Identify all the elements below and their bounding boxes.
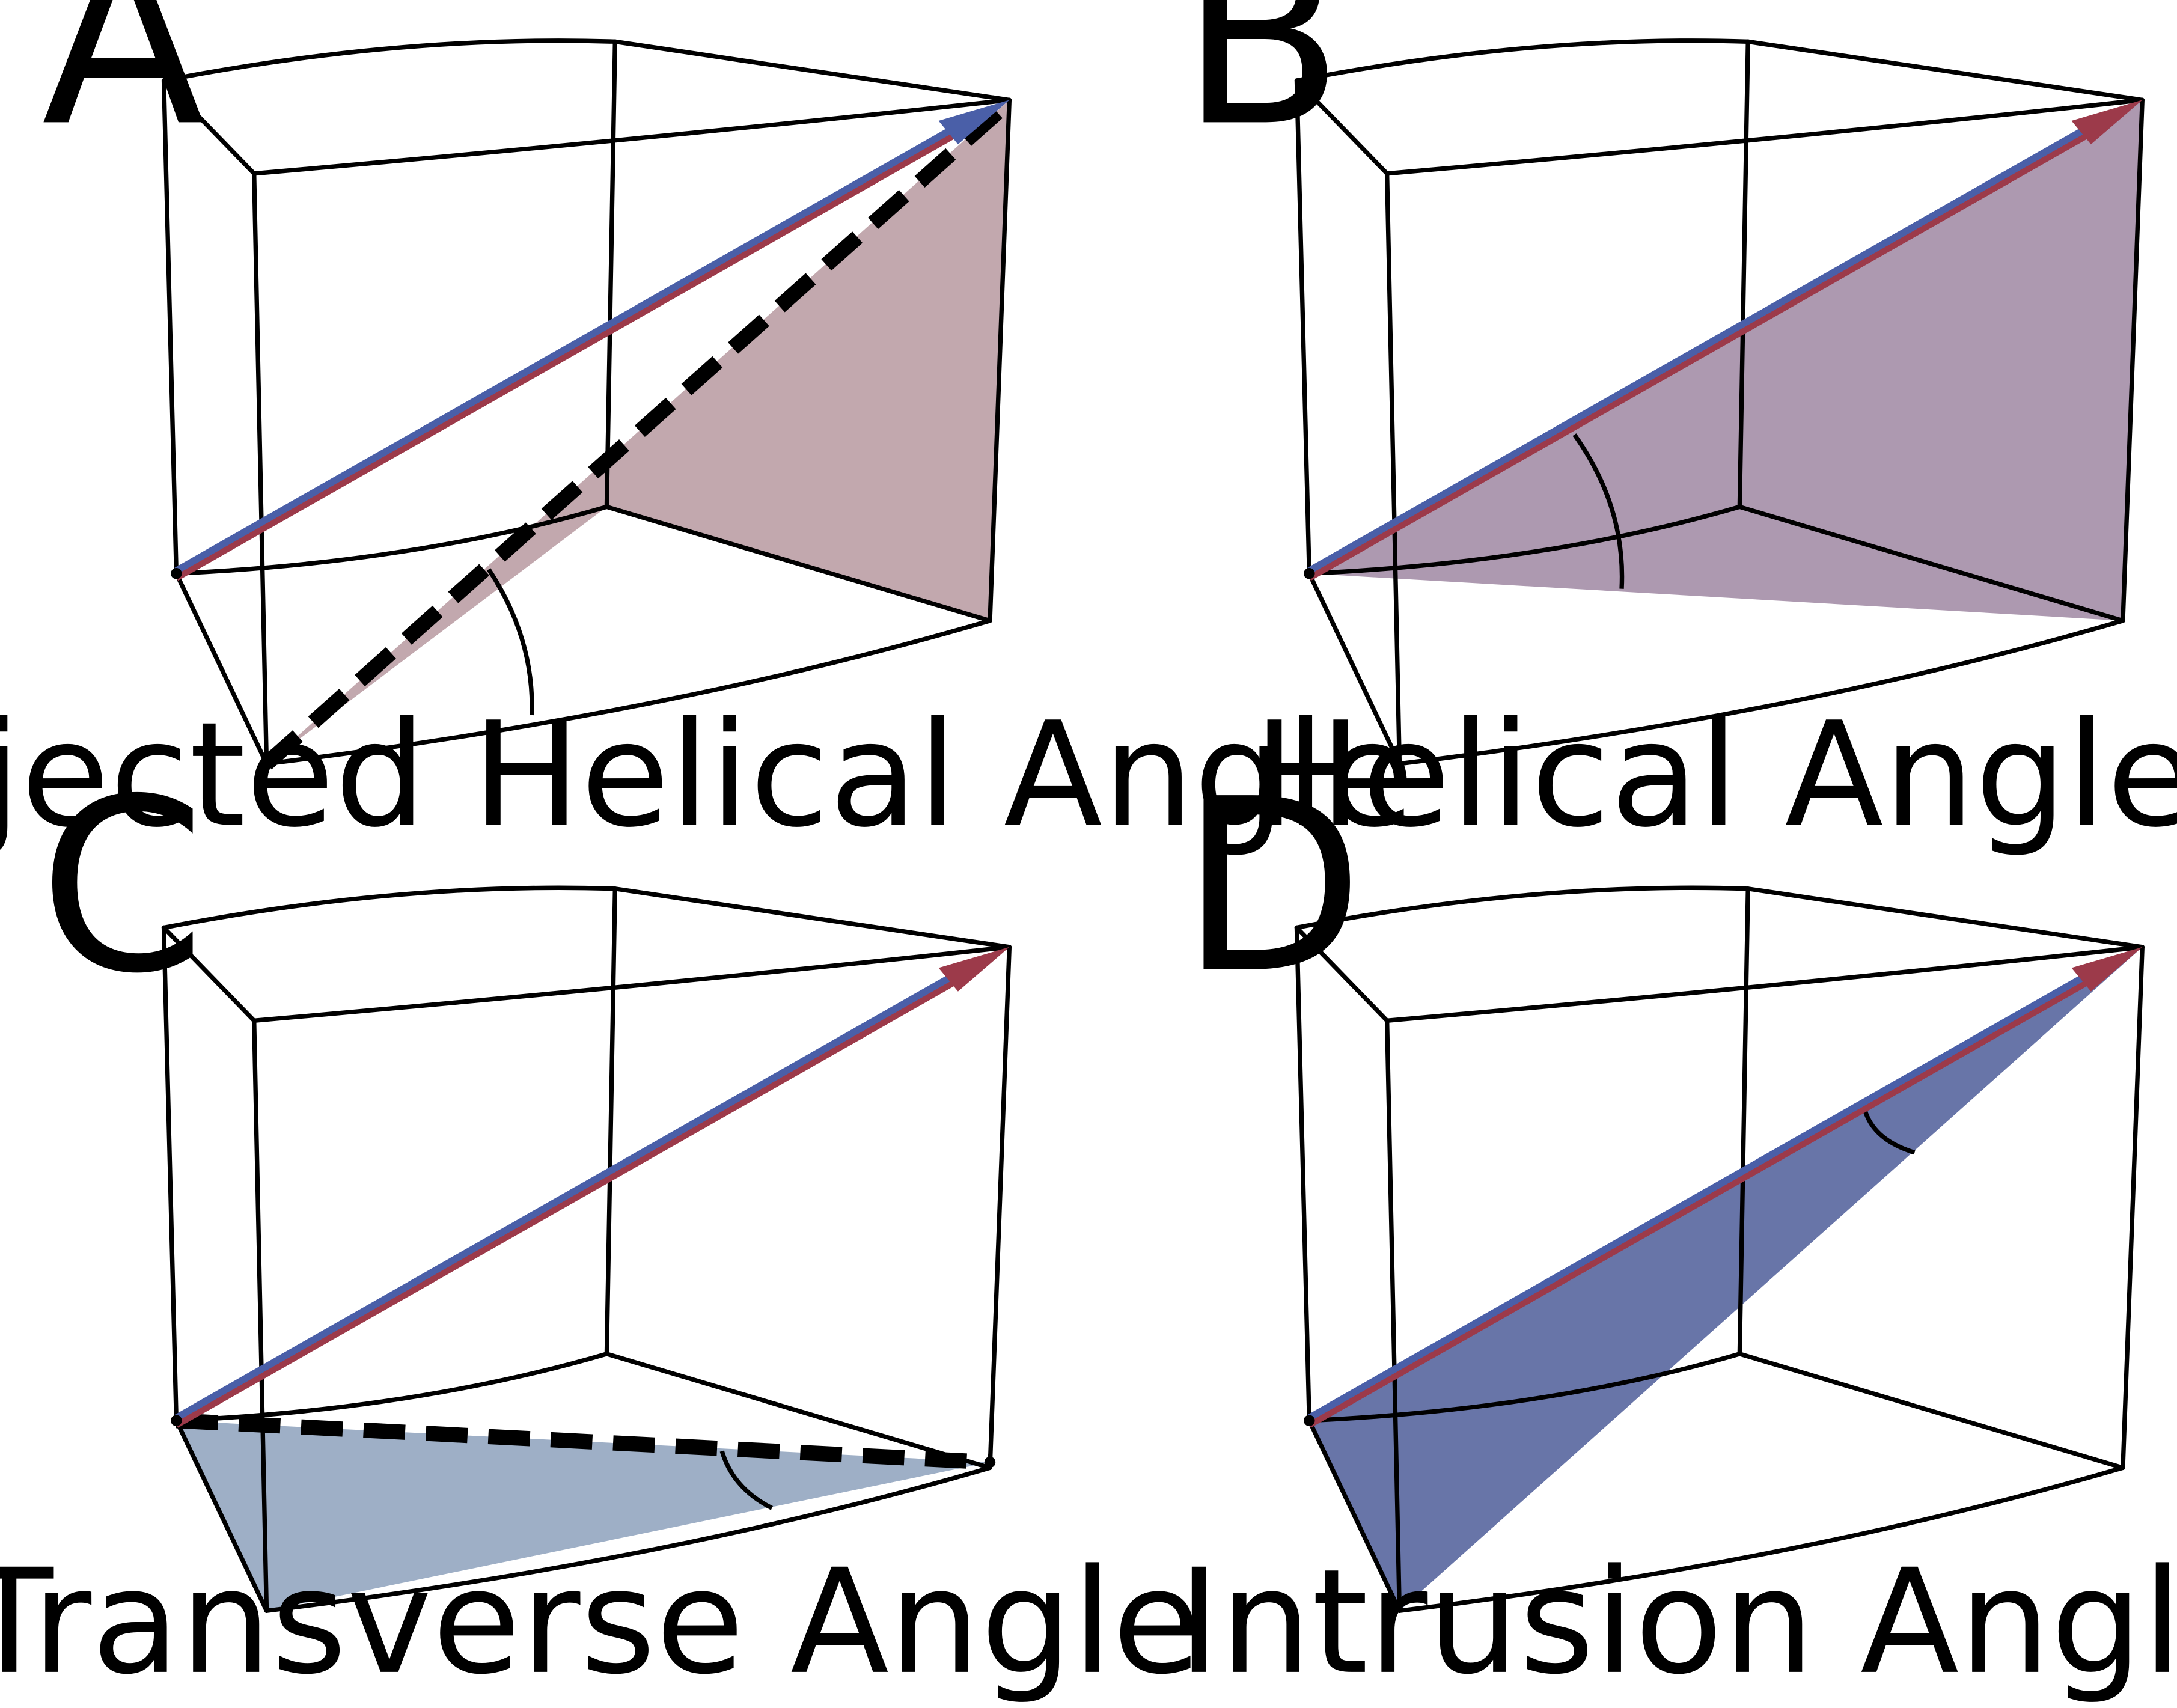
panel-letter-b: B [1180, 0, 1344, 178]
angle-arc-a [487, 568, 534, 716]
arrow-shaft-blue-c [174, 962, 974, 1421]
panel-letter-c: C [39, 748, 206, 1026]
arrow-shaft-blue-a [174, 115, 974, 574]
vector-origin-c [171, 1415, 182, 1426]
arrow-shaft-red-d [1307, 969, 2107, 1428]
panel-letter-d: D [1180, 748, 1364, 1026]
helical-plane [1309, 100, 2143, 621]
panel-a: A Projected Helical Angle [0, 0, 1414, 859]
arrowhead-a [938, 100, 1010, 145]
panel-b: B Helical Angle [1180, 0, 2177, 859]
angle-arc-b [1572, 433, 1625, 589]
arrow-shaft-red-a [174, 121, 974, 581]
arrow-shaft-blue-b [1307, 115, 2107, 574]
transverse-projection-dashed [176, 1413, 991, 1470]
panel-letter-a: A [41, 0, 206, 178]
panel-d: D Intrusion Angle [1177, 748, 2177, 1706]
transverse-plane [176, 1420, 990, 1611]
caption-d: Intrusion Angle [1177, 1538, 2177, 1706]
projected-plane [266, 100, 1010, 764]
caption-c: Transverse Angle [0, 1538, 1201, 1706]
arrow-shaft-red-b [1307, 121, 2107, 581]
projection-origin-a [261, 758, 272, 770]
vector-origin-d [1304, 1415, 1315, 1426]
angle-arc-c [719, 1450, 773, 1510]
arrow-shaft-red-c [174, 969, 974, 1428]
projected-vector-dashed [261, 100, 1010, 770]
vector-origin-a [171, 568, 182, 579]
arrowhead-d [2071, 947, 2143, 992]
arrowhead-b [2071, 100, 2143, 145]
vector-origin-b [1304, 568, 1315, 579]
arrow-shaft-blue-d [1307, 962, 2107, 1421]
projection-end-c [984, 1456, 996, 1468]
intrusion-plane [1309, 947, 2143, 1611]
arrowhead-c [938, 947, 1010, 992]
caption-b: Helical Angle [1253, 691, 2177, 859]
panel-c: C Transverse Angle [0, 748, 1201, 1706]
caption-a: Projected Helical Angle [0, 691, 1414, 859]
